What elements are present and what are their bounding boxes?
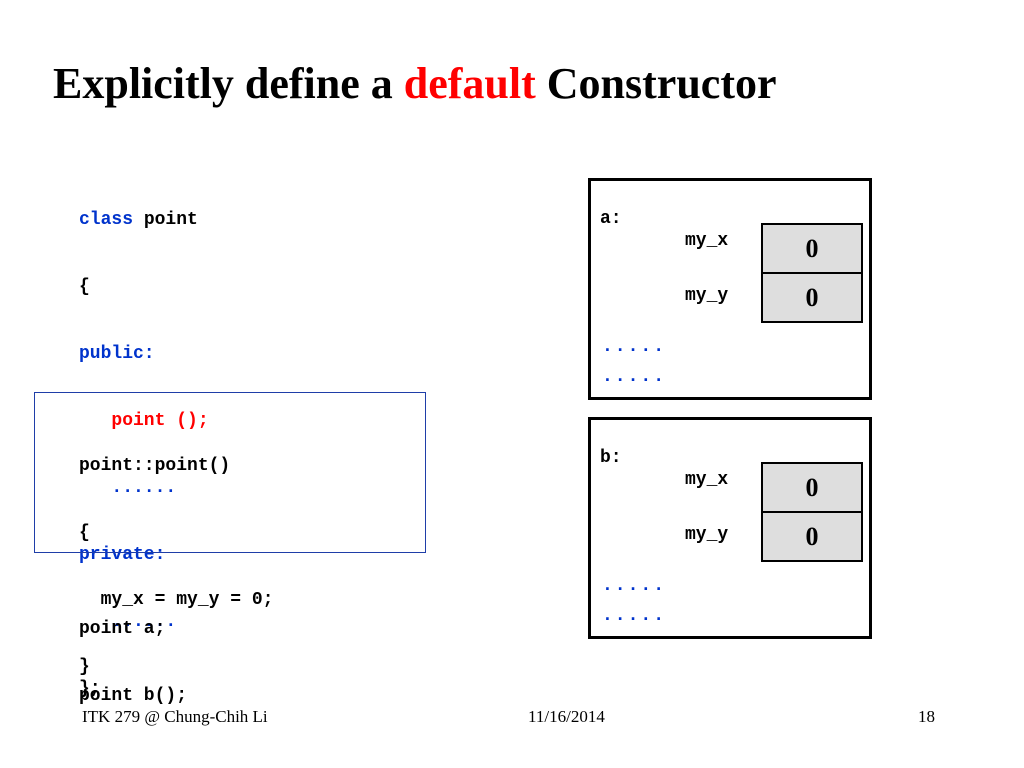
ellipsis: ..... bbox=[602, 606, 667, 626]
code-line: class point bbox=[79, 207, 209, 234]
keyword-class: class bbox=[79, 210, 134, 230]
code-line: ...... bbox=[79, 475, 209, 502]
keyword-public: public: bbox=[79, 344, 155, 364]
ellipsis: ..... bbox=[602, 576, 667, 596]
code-line: point::point() bbox=[79, 456, 231, 476]
field-value-my-x: 0 bbox=[761, 462, 863, 513]
assignment-statement: my_x = my_y = 0; bbox=[100, 590, 274, 610]
field-label-my-x: my_x bbox=[685, 470, 729, 490]
code-line: { bbox=[79, 523, 90, 543]
code-line: point (); bbox=[79, 408, 209, 435]
ellipsis: ..... bbox=[602, 367, 667, 387]
object-a-diagram: a: my_x 0 my_y 0 ..... ..... bbox=[588, 178, 872, 400]
object-declarations-code: point a; point b(); bbox=[79, 576, 187, 730]
footer-date: 11/16/2014 bbox=[528, 707, 605, 726]
footer-page-number: 18 bbox=[918, 707, 935, 726]
ellipsis: ...... bbox=[111, 612, 177, 632]
class-name: point bbox=[133, 210, 198, 230]
code-line: point b(); bbox=[79, 686, 188, 706]
code-line: ...... bbox=[79, 609, 209, 636]
title-accent: default bbox=[403, 59, 536, 108]
constructor-declaration: point (); bbox=[111, 411, 209, 431]
title-part-2: Constructor bbox=[535, 59, 777, 108]
field-value-my-x: 0 bbox=[761, 223, 863, 274]
field-label-my-y: my_y bbox=[685, 525, 729, 545]
slide-title: Explicitly define a default Constructor bbox=[53, 52, 777, 116]
ellipsis: ...... bbox=[111, 478, 177, 498]
object-label: b: bbox=[600, 448, 622, 468]
class-definition-code: class point { public: point (); ...... p… bbox=[79, 167, 209, 723]
field-value-my-y: 0 bbox=[761, 511, 863, 562]
keyword-private: private: bbox=[79, 545, 166, 565]
field-label-my-x: my_x bbox=[685, 231, 729, 251]
field-value-my-y: 0 bbox=[761, 272, 863, 323]
code-line: }; bbox=[79, 679, 101, 699]
code-line: } bbox=[79, 657, 90, 677]
object-label: a: bbox=[600, 209, 622, 229]
constructor-definition-code: point::point() { my_x = my_y = 0; } bbox=[79, 413, 273, 701]
code-line: point a; bbox=[79, 619, 166, 639]
footer-author: ITK 279 @ Chung-Chih Li bbox=[82, 707, 268, 726]
field-label-my-y: my_y bbox=[685, 286, 729, 306]
ellipsis: ..... bbox=[602, 337, 667, 357]
code-line: my_x = my_y = 0; bbox=[79, 587, 274, 614]
object-b-diagram: b: my_x 0 my_y 0 ..... ..... bbox=[588, 417, 872, 639]
title-part-1: Explicitly define a bbox=[53, 59, 404, 108]
constructor-definition-box bbox=[34, 392, 426, 553]
code-line: { bbox=[79, 277, 90, 297]
